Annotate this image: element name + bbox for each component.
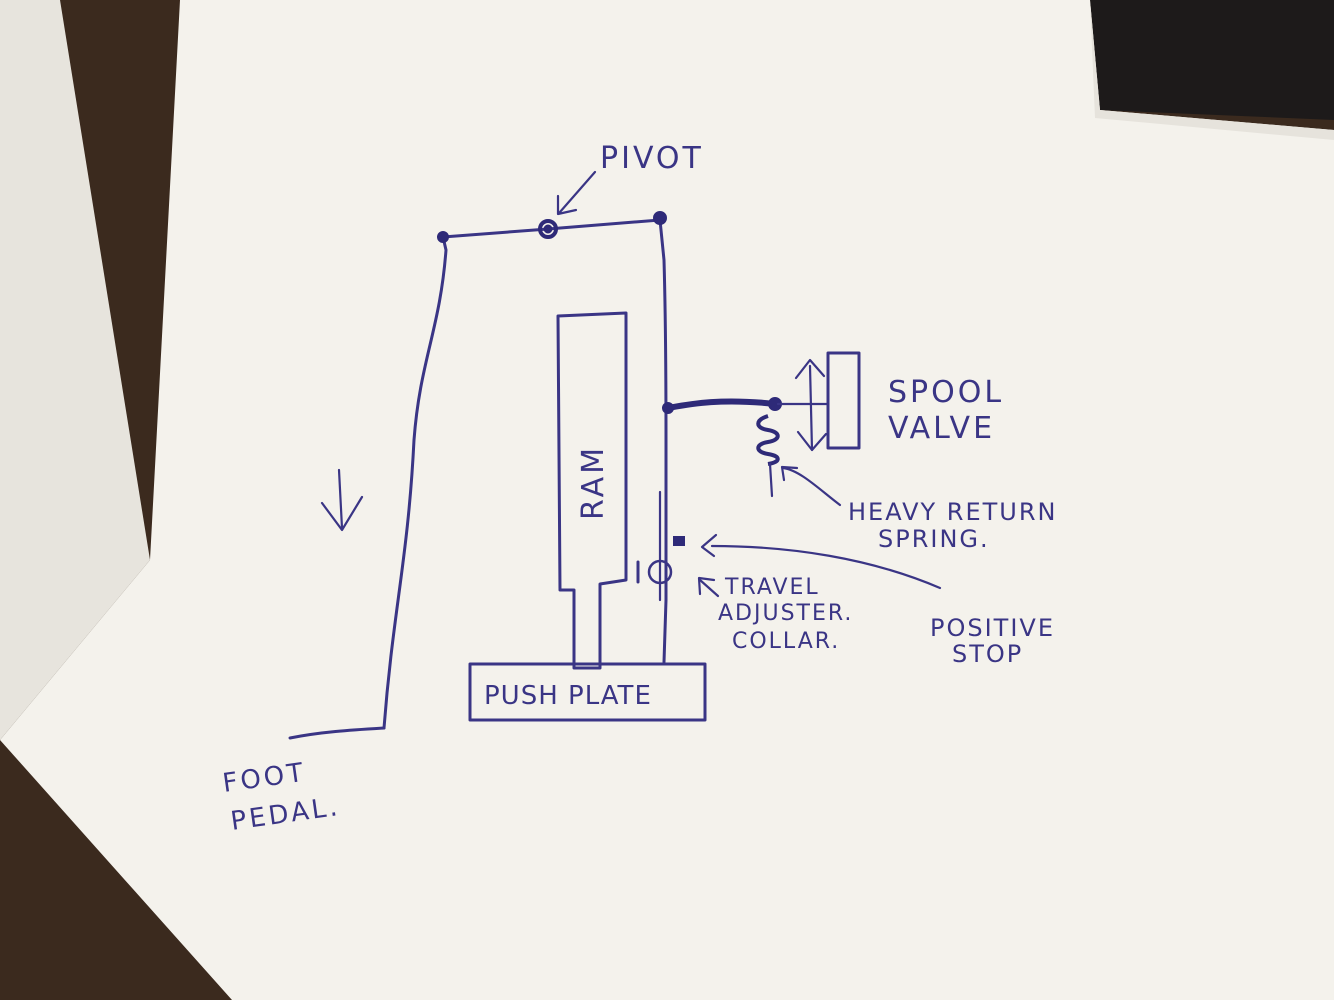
collar-label-pointer — [698, 578, 720, 598]
right-pivot-dot — [653, 211, 667, 225]
positive-stop-block — [673, 536, 685, 546]
valve-arrow-down — [796, 430, 828, 452]
dark-object — [1090, 0, 1334, 120]
pivot-label: PIVOT — [600, 141, 704, 176]
spool-valve-body — [826, 351, 861, 450]
spring-anchor — [768, 462, 774, 498]
pedal-arm — [382, 235, 448, 730]
spool-label-line1: SPOOL — [888, 375, 1004, 410]
ram-label: RAM — [576, 445, 611, 520]
pivot-arrow-shaft — [558, 170, 597, 214]
push-plate-label: PUSH PLATE — [484, 681, 652, 711]
travel-adjuster-collar — [647, 559, 673, 585]
down-arrow-shaft — [337, 468, 344, 530]
spool-link-rod — [665, 398, 779, 411]
push-plate-box — [468, 662, 707, 722]
spring-label-pointer — [781, 466, 842, 507]
valve-arrow-up — [794, 358, 826, 380]
travel-label-line2: ADJUSTER. — [718, 601, 853, 626]
pedal-foot — [288, 726, 386, 740]
link-joint — [662, 402, 674, 414]
spring-label-line2: SPRING. — [878, 525, 990, 553]
return-spring-coil — [756, 414, 780, 466]
stop-label-line2: STOP — [952, 640, 1023, 668]
travel-label-line1: TRAVEL — [724, 575, 820, 600]
left-pivot-dot — [437, 231, 449, 243]
right-arm — [658, 218, 668, 664]
down-arrow-head — [320, 495, 364, 532]
spring-pointer-head — [780, 465, 799, 482]
spool-label-line2: VALVE — [888, 411, 995, 446]
pivot-arrow-head — [556, 194, 578, 216]
valve-motion-arrow — [808, 364, 814, 452]
pivot-center — [543, 224, 553, 234]
stop-label-line1: POSITIVE — [930, 614, 1055, 642]
stop-label-pointer — [710, 544, 942, 590]
collar-pointer-head — [697, 576, 716, 596]
spring-label-line1: HEAVY RETURN — [848, 498, 1058, 526]
ram-cylinder — [556, 311, 628, 670]
travel-label-line3: COLLAR. — [732, 629, 840, 654]
stop-pointer-head — [700, 533, 718, 558]
pivot-point — [538, 219, 558, 239]
left-paper-sheet — [0, 0, 150, 740]
